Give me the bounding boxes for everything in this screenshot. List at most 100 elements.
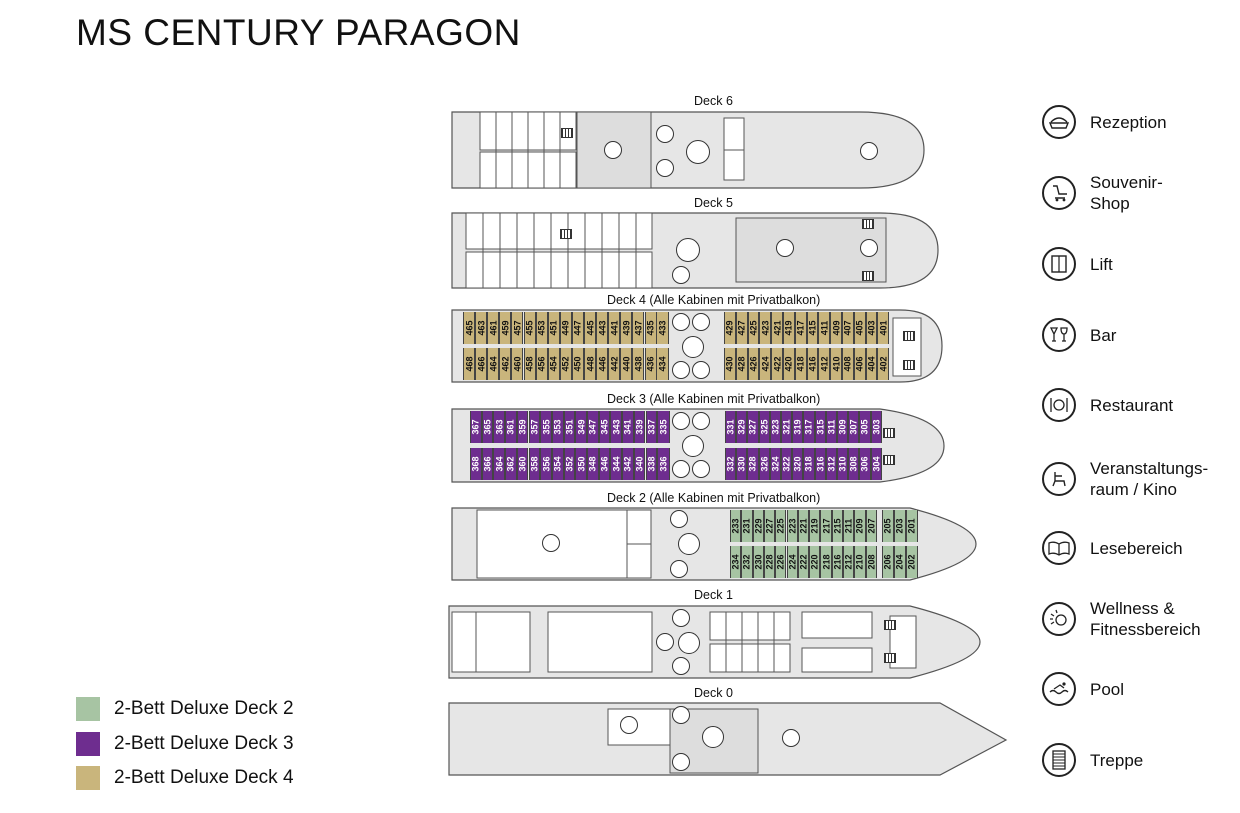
- cabin-number: 421: [772, 320, 783, 336]
- cabin-number: 329: [736, 419, 747, 435]
- key-item-cinema: Veranstaltungs- raum / Kino: [1042, 458, 1208, 500]
- cabin-number: 448: [585, 356, 596, 372]
- cabin-211: 211: [843, 510, 855, 542]
- cabin-number: 233: [730, 518, 741, 534]
- cabin-number: 354: [552, 456, 563, 472]
- cabin-number: 359: [517, 419, 528, 435]
- cabin-number: 418: [795, 356, 806, 372]
- wellness-icon: [620, 716, 638, 734]
- cabin-number: 403: [866, 320, 877, 336]
- stairs-icon: [883, 428, 895, 438]
- cabin-201: 201: [906, 510, 918, 542]
- cabin-401: 401: [877, 312, 890, 344]
- cabin-number: 345: [599, 419, 610, 435]
- cabin-457: 457: [511, 312, 524, 344]
- cabin-358: 358: [528, 448, 541, 480]
- cabin-number: 424: [760, 356, 771, 372]
- cabin-418: 418: [794, 348, 807, 380]
- cabin-number: 410: [831, 356, 842, 372]
- cabin-number: 466: [476, 356, 487, 372]
- key-item-wellness: Wellness & Fitnessbereich: [1042, 598, 1201, 640]
- cabin-number: 361: [505, 419, 516, 435]
- cabin-341: 341: [622, 411, 634, 443]
- cabin-number: 368: [470, 456, 481, 472]
- cabin-number: 203: [895, 518, 905, 534]
- cabin-437: 437: [632, 312, 645, 344]
- cabin-309: 309: [837, 411, 849, 443]
- cabin-number: 316: [815, 456, 826, 472]
- cabin-number: 417: [795, 320, 806, 336]
- cabin-212: 212: [843, 546, 855, 578]
- cabin-234: 234: [730, 546, 742, 578]
- cabin-349: 349: [575, 411, 587, 443]
- cabin-318: 318: [803, 448, 815, 480]
- legend-swatch-deck3: [76, 732, 100, 756]
- cabin-231: 231: [741, 510, 753, 542]
- cabin-415: 415: [806, 312, 819, 344]
- cabin-number: 206: [883, 554, 893, 570]
- cabin-number: 447: [572, 320, 583, 336]
- cabin-number: 411: [819, 320, 830, 336]
- cabin-438: 438: [632, 348, 645, 380]
- cabin-number: 220: [809, 554, 820, 570]
- stairs-icon: [862, 271, 874, 281]
- cabin-number: 451: [548, 320, 559, 336]
- cabin-number: 401: [878, 320, 889, 336]
- key-label: Souvenir- Shop: [1090, 173, 1163, 213]
- key-item-shop: Souvenir- Shop: [1042, 172, 1163, 214]
- cabin-number: 337: [646, 419, 657, 435]
- shop-icon: [692, 460, 710, 478]
- cabin-number: 208: [866, 554, 877, 570]
- cabin-number: 323: [770, 419, 781, 435]
- cabin-222: 222: [797, 546, 810, 578]
- cabin-number: 408: [842, 356, 853, 372]
- cabin-number: 232: [741, 554, 752, 570]
- cabin-number: 331: [725, 419, 736, 435]
- pool-icon: [1042, 672, 1076, 706]
- cabin-number: 428: [736, 356, 747, 372]
- cabin-442: 442: [608, 348, 621, 380]
- cabin-number: 362: [505, 456, 516, 472]
- cabin-number: 412: [819, 356, 830, 372]
- key-item-bar: Bar: [1042, 318, 1116, 352]
- cabin-number: 367: [470, 419, 481, 435]
- cabin-362: 362: [505, 448, 517, 480]
- legend-item-deck4: 2-Bett Deluxe Deck 4: [76, 766, 294, 790]
- cabin-337: 337: [645, 411, 658, 443]
- cabin-number: 309: [837, 419, 848, 435]
- cabin-number: 439: [621, 320, 632, 336]
- shop-icon: [692, 313, 710, 331]
- cabin-403: 403: [865, 312, 878, 344]
- cabin-425: 425: [747, 312, 760, 344]
- restaurant-icon: [1042, 388, 1076, 422]
- cabin-207: 207: [865, 510, 877, 542]
- cabin-number: 205: [883, 518, 893, 534]
- cabin-number: 349: [576, 419, 587, 435]
- cabin-number: 440: [621, 356, 632, 372]
- cabin-number: 328: [747, 456, 758, 472]
- cabin-number: 430: [724, 356, 735, 372]
- lift-icon: [686, 140, 710, 164]
- cabin-number: 335: [658, 419, 669, 435]
- cabin-332: 332: [725, 448, 737, 480]
- cabin-number: 307: [848, 419, 859, 435]
- cabin-number: 426: [748, 356, 759, 372]
- cabin-number: 454: [548, 356, 559, 372]
- cabin-458: 458: [523, 348, 536, 380]
- cabin-number: 405: [854, 320, 865, 336]
- legend-label: 2-Bett Deluxe Deck 2: [114, 698, 294, 719]
- cabin-316: 316: [814, 448, 826, 480]
- cabin-206: 206: [882, 546, 894, 578]
- key-item-restaurant: Restaurant: [1042, 388, 1173, 422]
- cabin-455: 455: [523, 312, 536, 344]
- stairs-icon: [561, 128, 573, 138]
- cabin-number: 211: [843, 518, 854, 534]
- cabin-223: 223: [786, 510, 798, 542]
- cabin-number: 216: [832, 554, 843, 570]
- cabin-353: 353: [551, 411, 564, 443]
- cabin-317: 317: [803, 411, 815, 443]
- cabin-number: 409: [831, 320, 842, 336]
- cabin-219: 219: [809, 510, 821, 542]
- cabin-number: 423: [760, 320, 771, 336]
- cabin-460: 460: [511, 348, 524, 380]
